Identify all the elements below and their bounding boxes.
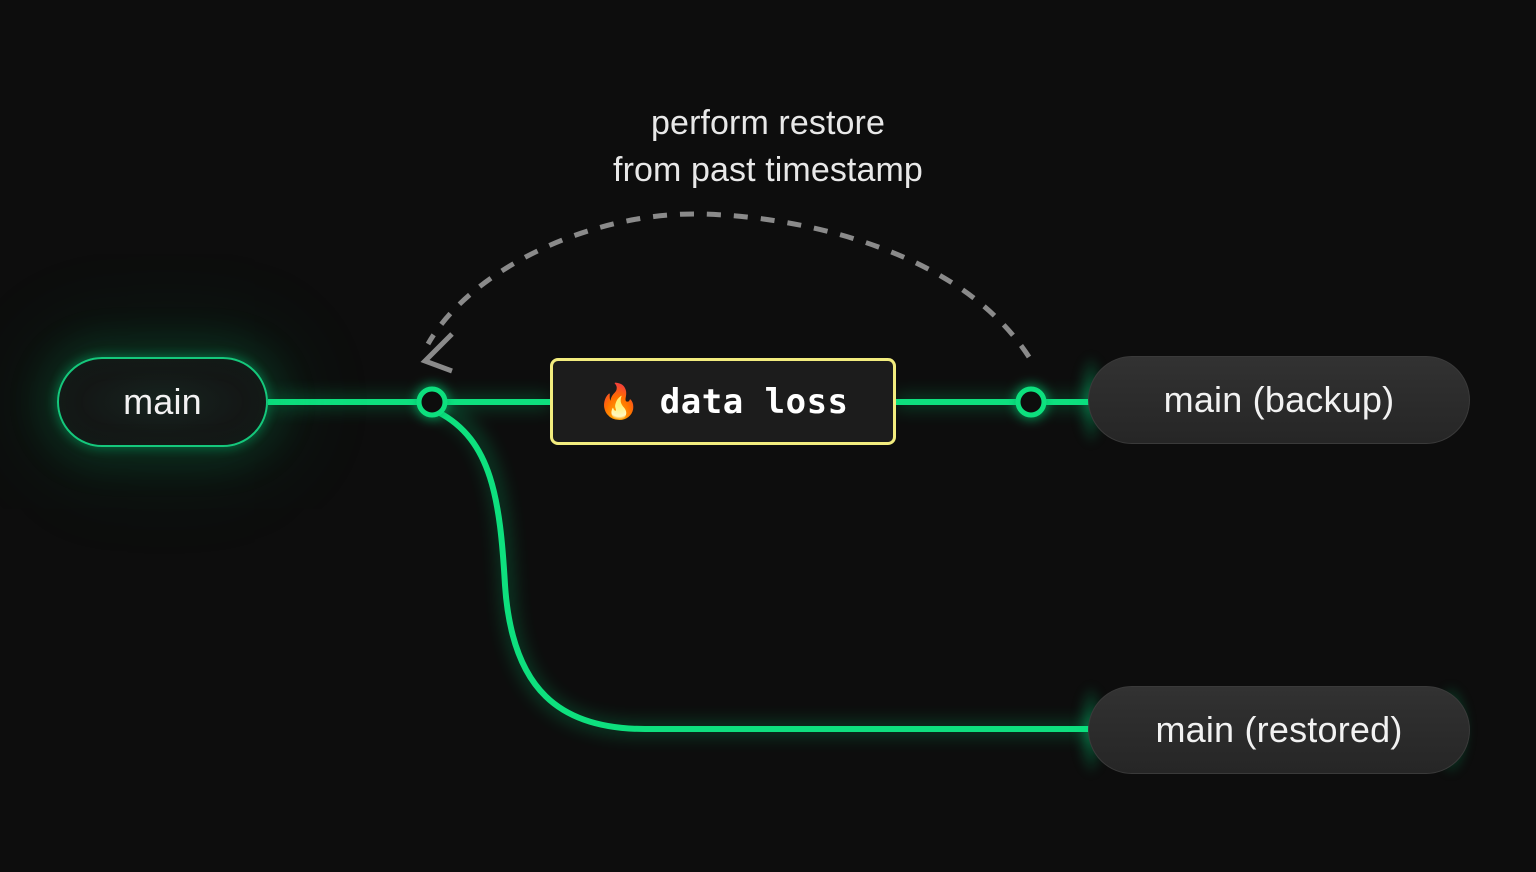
fire-icon: 🔥 — [597, 382, 640, 421]
edge-branch-to-restored — [435, 409, 1095, 732]
node-main-restored-label: main (restored) — [1155, 709, 1403, 750]
event-data-loss-label: data loss — [659, 381, 849, 422]
wire-halo — [268, 398, 1090, 733]
junction-branch-point[interactable] — [416, 386, 448, 418]
node-main-restored[interactable]: main (restored) — [1088, 686, 1470, 774]
junction-backup-point[interactable] — [1015, 386, 1047, 418]
node-main-label: main — [123, 381, 202, 422]
restore-annotation-label: perform restore from past timestamp — [613, 104, 923, 189]
restore-arrowhead-icon — [420, 332, 454, 374]
node-main-backup-label: main (backup) — [1163, 379, 1395, 420]
node-main[interactable]: main — [57, 357, 268, 447]
node-main-backup[interactable]: main (backup) — [1088, 356, 1470, 444]
event-data-loss[interactable]: 🔥 data loss — [550, 358, 896, 445]
restore-arc-dashed — [425, 211, 1032, 359]
